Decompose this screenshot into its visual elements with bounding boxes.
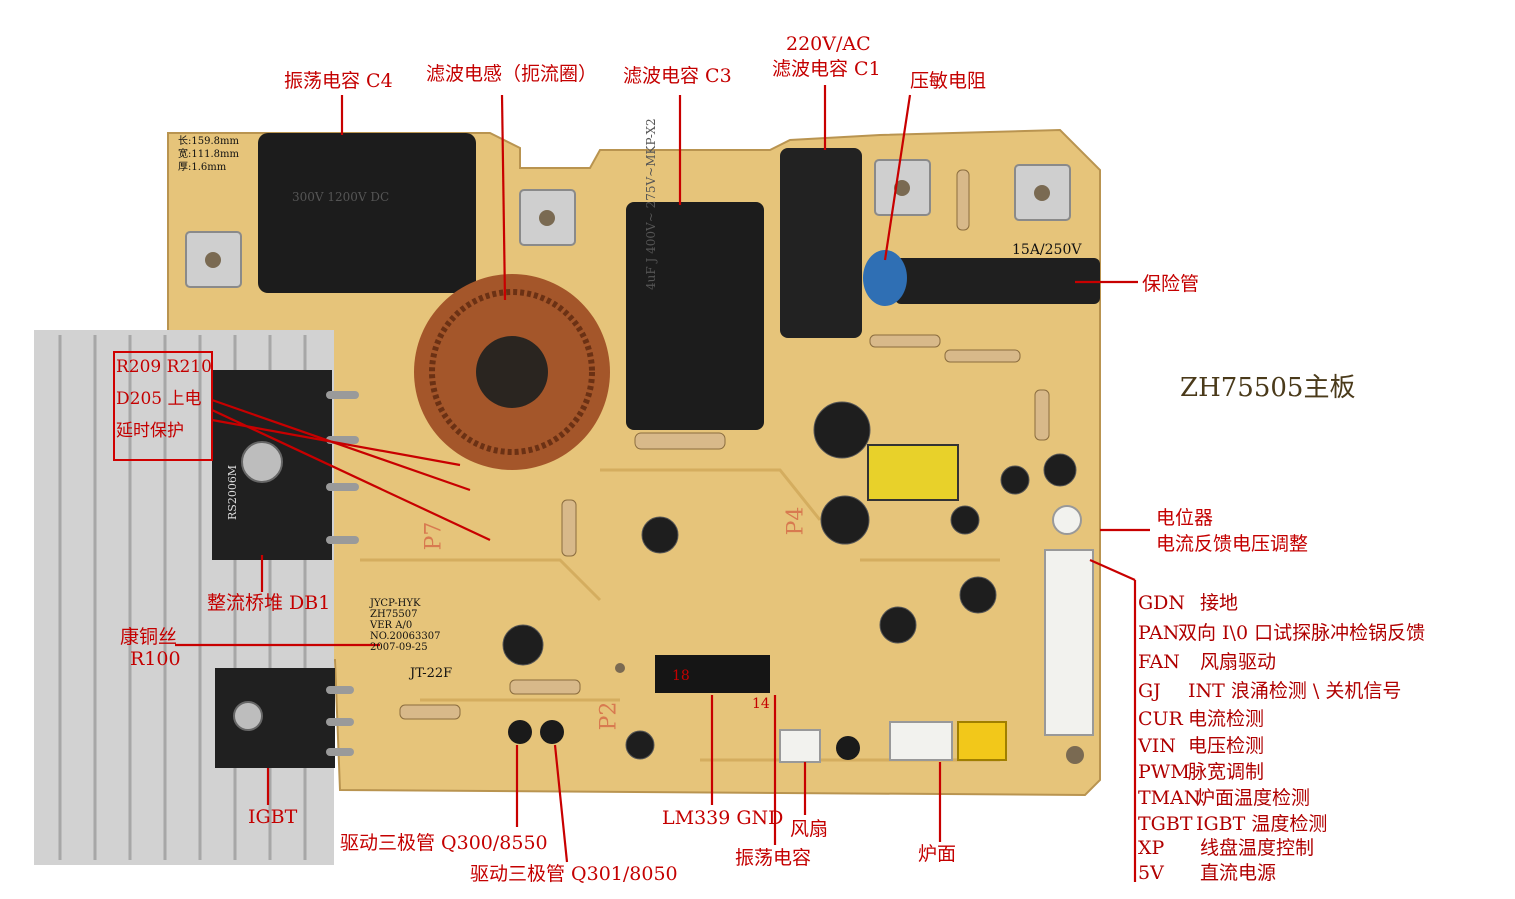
- pin-key: TGBT: [1138, 813, 1193, 835]
- cap-c1: [780, 148, 862, 338]
- ic-lm339: [655, 655, 770, 693]
- cap-c3-print: 4uF J 400V~ 275V~MKP-X2: [644, 118, 658, 290]
- pcb-dims-length: 长:159.8mm: [178, 136, 239, 147]
- pin-desc: 双向 I\0 口试探脉冲检锅反馈: [1178, 622, 1426, 644]
- label-q300: 驱动三极管 Q300/8550: [340, 832, 548, 854]
- mark-p7: P7: [421, 521, 447, 551]
- cap-c4: [258, 133, 476, 293]
- pin-key: GDN: [1138, 592, 1186, 614]
- cap-c3: [626, 202, 764, 430]
- pin-key: FAN: [1138, 651, 1180, 673]
- label-lm339: LM339 GND: [662, 807, 784, 829]
- label-igbt: IGBT: [248, 806, 298, 828]
- label-delay-line3: 延时保护: [116, 421, 184, 441]
- pin-desc: IGBT 温度检测: [1196, 813, 1328, 835]
- label-pot-line2: 电流反馈电压调整: [1156, 533, 1309, 555]
- label-c4: 振荡电容 C4: [284, 70, 393, 92]
- label-delay-line2: D205 上电: [116, 389, 202, 409]
- connector-coil: [957, 721, 1007, 761]
- varistor-disc: [863, 250, 907, 306]
- pcb-board: [167, 128, 1101, 797]
- model-block-4: NO.20063307: [370, 631, 441, 642]
- pin-key: VIN: [1138, 735, 1176, 757]
- pin-desc: 线盘温度控制: [1200, 837, 1315, 859]
- pin-row: PWM脉宽调制: [1138, 761, 1264, 783]
- label-q301: 驱动三极管 Q301/8050: [470, 863, 678, 885]
- pin-key: GJ: [1138, 680, 1161, 702]
- pcb-dims-thickness: 厚:1.6mm: [178, 162, 227, 173]
- label-wire-line1: 康铜丝: [120, 626, 178, 648]
- model-block-3: VER A/0: [370, 620, 413, 631]
- label-c1-line1: 220V/AC: [786, 33, 871, 55]
- label-hob: 炉面: [918, 843, 957, 865]
- chip-pin-18: 18: [672, 668, 690, 684]
- cap-c4-print: 300V 1200V DC: [292, 190, 390, 204]
- pin-desc: 风扇驱动: [1200, 651, 1277, 673]
- pin-row: GJ INT 浪涌检测 \ 关机信号: [1138, 680, 1401, 702]
- label-c1-line2: 滤波电容 C1: [772, 58, 881, 80]
- label-pot-line1: 电位器: [1156, 507, 1214, 529]
- mark-p4: P4: [783, 506, 809, 536]
- fuse-body: [895, 258, 1100, 304]
- pin-desc: 炉面温度检测: [1196, 787, 1311, 809]
- label-fuse: 保险管: [1142, 273, 1200, 295]
- pin-key: TMAN: [1138, 787, 1201, 809]
- pin-key: 5V: [1138, 862, 1164, 884]
- mark-p2: P2: [596, 701, 622, 731]
- board-title: ZH75505主板: [1180, 373, 1356, 403]
- pcb-dims-width: 宽:111.8mm: [178, 149, 239, 160]
- pin-desc: INT 浪涌检测 \ 关机信号: [1188, 680, 1402, 702]
- label-c3: 滤波电容 C3: [623, 65, 732, 87]
- model-block-1: JYCP-HYK: [370, 598, 421, 609]
- label-delay-line1: R209 R210: [116, 357, 212, 377]
- model-block-2: ZH75507: [370, 609, 418, 620]
- label-fan: 风扇: [790, 818, 829, 840]
- pin-row: 5V 直流电源: [1138, 862, 1276, 884]
- pin-row: XP 线盘温度控制: [1138, 837, 1314, 859]
- model-block-5: 2007-09-25: [370, 642, 428, 653]
- label-varistor: 压敏电阻: [910, 70, 987, 92]
- fuse-rating: 15A/250V: [1012, 242, 1082, 258]
- pin-key: PAN: [1138, 622, 1180, 644]
- pin-key: PWM: [1138, 761, 1190, 783]
- pin-desc: 脉宽调制: [1188, 761, 1265, 783]
- pin-row: TMAN炉面温度检测: [1138, 787, 1310, 809]
- connector-fan: [779, 729, 821, 763]
- pin-row: GDN 接地: [1138, 592, 1238, 614]
- bridge-part-number: RS2006M: [226, 464, 239, 520]
- pin-row: PAN双向 I\0 口试探脉冲检锅反馈: [1138, 622, 1425, 644]
- label-osc-cap: 振荡电容: [735, 847, 812, 869]
- potentiometer: [1052, 505, 1082, 535]
- pin-key: XP: [1138, 837, 1165, 859]
- board-code: JT-22F: [410, 666, 453, 681]
- aux-transformer: [867, 444, 959, 501]
- pin-row: VIN 电压检测: [1138, 735, 1264, 757]
- connector-hob: [889, 721, 953, 761]
- label-wire-line2: R100: [130, 648, 181, 670]
- pin-desc: 电流检测: [1188, 708, 1265, 730]
- connector-cn6: [1044, 549, 1094, 736]
- choke-coil: [414, 274, 610, 470]
- pin-row: FAN 风扇驱动: [1138, 651, 1276, 673]
- pin-desc: 直流电源: [1200, 862, 1277, 884]
- pin-desc: 电压检测: [1188, 735, 1265, 757]
- label-choke: 滤波电感（扼流圈）: [426, 63, 598, 85]
- label-bridge: 整流桥堆 DB1: [207, 592, 331, 614]
- pin-key: CUR: [1138, 708, 1183, 730]
- delay-protection-box: [113, 351, 213, 461]
- chip-pin-14: 14: [752, 696, 770, 712]
- pin-desc: 接地: [1200, 592, 1239, 614]
- igbt-module: [215, 668, 335, 768]
